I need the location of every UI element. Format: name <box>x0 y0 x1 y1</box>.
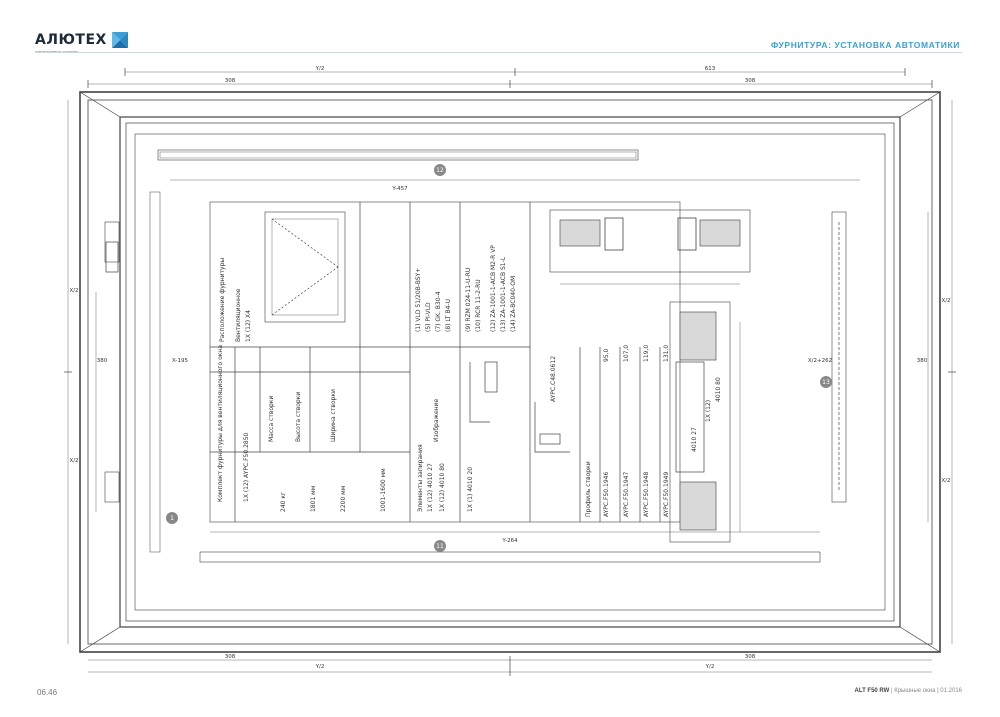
val-width: 2200 мм <box>340 486 347 512</box>
brand-tagline: алюминиевые системы <box>35 49 78 54</box>
footer-info: ALT F50 RW | Крышные окна | 01.2016 <box>855 688 962 694</box>
footer-section: Крышные окна <box>894 688 936 694</box>
profile-4: AYPC.F50.1949 <box>663 472 670 517</box>
footer-series: ALT F50 RW <box>854 688 890 694</box>
col-image: Изображение <box>433 399 440 442</box>
section-top <box>549 209 751 273</box>
header-divider <box>35 52 962 53</box>
part-1: (1) VLD 51/20B-BSY+ <box>415 268 422 332</box>
dim-bottom-right2: 308 <box>745 654 756 660</box>
footer-date: | 01.2016 <box>935 688 962 694</box>
table-mid-title: Расположение фурнитуры <box>219 258 226 342</box>
dim-top-left: Y/2 <box>315 66 325 72</box>
profiles-title: Профиль створки <box>585 461 592 517</box>
dim-left-inner: 380 <box>97 358 108 364</box>
page-title: ФУРНИТУРА: УСТАНОВКА АВТОМАТИКИ <box>771 40 960 50</box>
item-1: 1X (12) 4010 27 <box>427 463 434 512</box>
profile-1-val: 95,0 <box>603 348 610 362</box>
part-10: (10) RCR 11-2-RU <box>475 279 482 332</box>
val-height: 1801 мм <box>310 486 317 512</box>
page-number: 06.46 <box>37 688 58 697</box>
profile-1: AYPC.F50.1946 <box>603 472 610 517</box>
dim-right-upper: X/2 <box>941 298 950 304</box>
section-callout: 1X (12) <box>705 400 712 422</box>
profile-2: AYPC.F50.1947 <box>623 472 630 517</box>
profile-3-val: 119,0 <box>643 345 650 362</box>
marker-13: 13 <box>822 379 830 386</box>
dim-bottom-right: Y/2 <box>705 664 715 670</box>
table-mid-subtitle: Вентиляционное <box>235 288 242 342</box>
dim-x-diag: X/2+262 <box>808 358 832 364</box>
marker-11: 11 <box>436 543 444 550</box>
table-mid-kit: 1X (12) X4 <box>245 310 252 342</box>
dim-bottom-left: Y/2 <box>315 664 325 670</box>
marker-1: 1 <box>170 515 174 522</box>
sash-frame <box>119 116 901 628</box>
profile-4-val: 131,0 <box>663 345 670 362</box>
table-left-title: Комплект фурнитуры для вентиляционного о… <box>217 345 224 502</box>
col-mass: Масса створки <box>268 396 275 442</box>
dim-right-inner: 380 <box>917 358 928 364</box>
section-part-1: 4010 27 <box>691 427 698 452</box>
dim-x-main: X-195 <box>172 358 188 364</box>
dim-top-right2: 308 <box>745 78 756 84</box>
col-height: Высота створки <box>295 392 302 442</box>
part-14: (14) ZA-BC040-OM <box>510 276 517 332</box>
col-width: Ширина створки <box>330 389 337 442</box>
part-13: (13) ZA-1001-1-ACB S1-L <box>500 256 507 332</box>
bracket-code: AYPC.C48.0612 <box>550 356 557 402</box>
profile-3: AYPC.F50.1948 <box>643 472 650 517</box>
section-right <box>669 301 731 543</box>
val-mass: 240 кг <box>280 492 287 512</box>
dim-inner-top: Y-457 <box>391 186 408 192</box>
table-left-kit: 1X (12) AYPC.F50.2850 <box>243 432 250 502</box>
brand-mark-icon <box>111 32 128 48</box>
part-8: (8) LT B4-U <box>445 299 452 332</box>
part-5: (5) PI-VLD <box>425 302 432 332</box>
footer-separator: | <box>889 688 895 694</box>
dim-bottom-left2: 308 <box>225 654 236 660</box>
outer-frame <box>79 91 941 653</box>
dim-top-right: 613 <box>705 66 716 72</box>
brand-name: АЛЮТЕХ <box>35 32 107 48</box>
dim-inner-bottom: Y-264 <box>501 538 518 544</box>
profile-2-val: 107,0 <box>623 345 630 362</box>
brand-logo: АЛЮТЕХ алюминиевые системы <box>35 32 130 54</box>
marker-12: 12 <box>436 167 444 174</box>
part-7: (7) GK. B30-4 <box>435 291 442 332</box>
part-9: (9) RZM 024-11-U-RU <box>465 268 472 332</box>
section-part-2: 4010 80 <box>715 377 722 402</box>
part-12: (12) ZA-1001-1-ACB M2-R VP <box>490 245 497 332</box>
elements-label: Элементы запирания <box>417 444 424 512</box>
dim-left-lower: X/2 <box>69 458 78 464</box>
item-3: 1X (1) 4010 20 <box>467 467 474 512</box>
item-2: 1X (12) 4010 80 <box>439 463 446 512</box>
technical-drawing: Y/2 613 308 308 Y-457 Y-264 Y/2 Y/2 308 … <box>64 66 956 676</box>
dim-left-upper: X/2 <box>69 288 78 294</box>
dim-right-lower: X/2 <box>941 478 950 484</box>
dim-top-left2: 308 <box>225 78 236 84</box>
val-width-range: 1001-1600 мм <box>380 468 387 512</box>
